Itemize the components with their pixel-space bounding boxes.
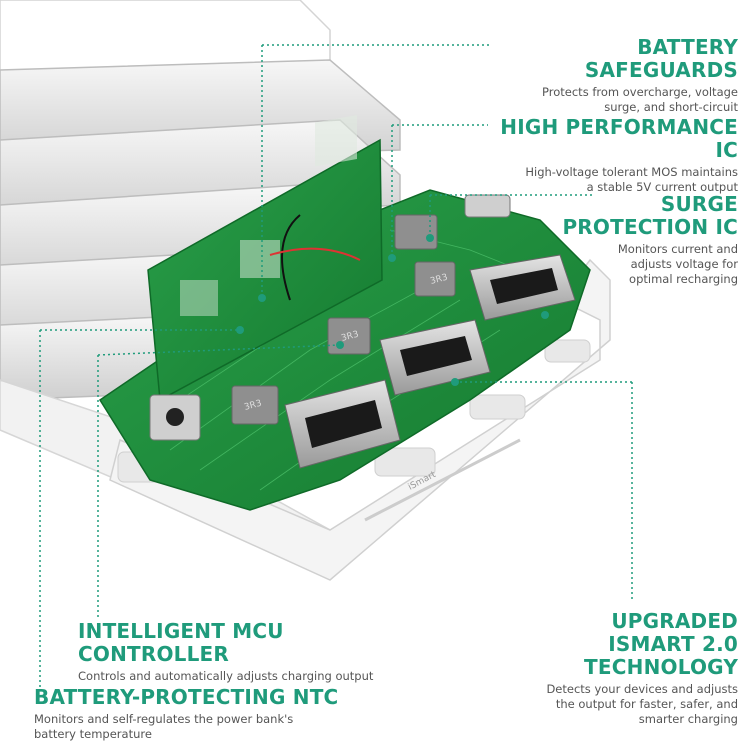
callout-desc: Controls and automatically adjusts charg… [78,669,374,683]
callout-surge-protection-ic: SURGE PROTECTION IC Monitors current and… [558,193,738,287]
leader-dots [236,234,549,386]
callout-high-performance-ic: HIGH PERFORMANCE IC High-voltage toleran… [478,116,738,195]
callout-desc: Monitors current and adjusts voltage for… [617,242,738,286]
callout-title: INTELLIGENT MCU CONTROLLER [78,619,284,666]
callout-ntc: BATTERY-PROTECTING NTC Monitors and self… [34,686,354,742]
chip-label-a: 3R3 [429,273,449,287]
callout-title: HIGH PERFORMANCE IC [500,115,738,162]
callout-battery-safeguards: BATTERY SAFEGUARDS Protects from overcha… [478,36,738,115]
daughter-pcb [147,115,383,402]
callout-desc: Detects your devices and adjusts the out… [546,682,738,726]
callout-desc: Protects from overcharge, voltage surge,… [542,85,738,114]
callout-desc: Monitors and self-regulates the power ba… [34,712,294,741]
chip-label-b: 3R3 [340,330,360,344]
callout-desc: High-voltage tolerant MOS maintains a st… [525,165,738,194]
leader-lines [39,44,633,690]
callout-title: BATTERY SAFEGUARDS [584,35,738,82]
callout-title: BATTERY-PROTECTING NTC [34,685,339,709]
callout-mcu-controller: INTELLIGENT MCU CONTROLLER Controls and … [78,620,438,684]
usb-ports [149,194,576,469]
callout-title: UPGRADED ISMART 2.0 TECHNOLOGY [584,609,738,679]
callout-ismart: UPGRADED ISMART 2.0 TECHNOLOGY Detects y… [508,610,738,727]
callout-title: SURGE PROTECTION IC [562,192,738,239]
chip-label-c: 3R3 [243,399,263,413]
